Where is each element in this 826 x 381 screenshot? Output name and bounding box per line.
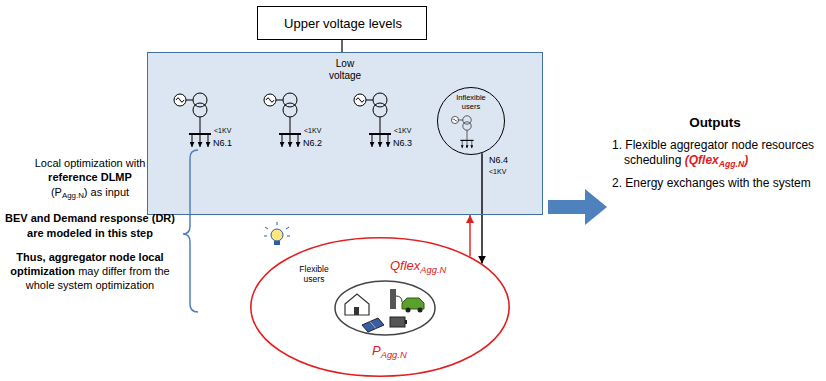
label-holder: N6.3 — [393, 139, 412, 149]
section-heading: Outputs — [689, 115, 741, 130]
ellipse-outline-shape — [438, 88, 505, 155]
node-text: Low voltage — [329, 58, 361, 81]
label-holder: N6.4 — [489, 156, 508, 166]
note-text: reference DLMP — [2, 170, 178, 184]
battery-icon — [390, 317, 407, 327]
substation-symbol — [354, 93, 391, 147]
text-paragraph: Thus, aggregator node local optimization… — [2, 250, 178, 293]
node-text: Inflexible users — [456, 93, 486, 111]
flexible-aggregator-ellipse: Flexible usersQflexAgg.NPAgg.N — [250, 237, 510, 377]
text-paragraph: Outputs — [612, 114, 818, 132]
solar-panel-icon — [362, 318, 384, 332]
substation-symbol — [451, 116, 473, 148]
node-text: Qflex — [390, 258, 420, 273]
substation-symbol — [174, 93, 211, 147]
note-text: BEV and Demand response (DR) are modeled… — [5, 212, 175, 238]
electric-car-icon — [402, 298, 424, 313]
node-text: Agg.N — [420, 265, 446, 275]
voltage-level-box: Upper voltage levels — [257, 6, 427, 40]
node-text-group: Low voltage — [322, 58, 368, 81]
voltage-tag: <1KV — [394, 127, 411, 134]
voltage-tag: <1KV — [304, 127, 321, 134]
text-paragraph: BEV and Demand response (DR) are modeled… — [2, 211, 178, 240]
inflexible-users-circle: Inflexible users — [437, 87, 505, 155]
note-text: Local optimization with — [2, 156, 178, 170]
connector — [469, 215, 470, 256]
node-text-group: QflexAgg.N — [390, 258, 446, 276]
note-text: Agg.N — [62, 191, 84, 200]
label-holder: <1KV — [394, 127, 411, 135]
output-arrow — [548, 189, 607, 225]
output-item: 2. Energy exchanges with the system — [612, 176, 811, 190]
label-holder: <1KV — [214, 127, 231, 135]
charger-icon — [390, 289, 402, 309]
label-holder: <1KV — [304, 127, 321, 135]
light-bulb-icon — [264, 222, 290, 245]
note-text: ) as input — [84, 186, 129, 198]
label-holder: N6.2 — [303, 139, 322, 149]
method-note: Local optimization withreference DLMP (PA… — [2, 156, 178, 293]
node-text: Upper voltage levels — [284, 16, 402, 32]
output-item: Agg.N — [719, 159, 744, 169]
substation-symbol — [264, 93, 301, 147]
node-id: N6.4 — [489, 155, 508, 165]
label-holder: N6.1 — [213, 139, 232, 149]
node-text: Flexible users — [299, 264, 328, 284]
text-paragraph: Local optimization withreference DLMP (PA… — [2, 156, 178, 201]
text-paragraph: 2. Energy exchanges with the system — [612, 176, 818, 192]
note-text: (P — [51, 186, 62, 198]
low-voltage-panel: Low voltageInflexible users — [147, 52, 543, 215]
panel-fill — [147, 52, 543, 215]
node-id: N6.2 — [303, 138, 322, 148]
node-text-group: Upper voltage levels — [258, 7, 428, 41]
ellipse-outline-shape — [251, 238, 509, 376]
house-icon — [345, 294, 369, 315]
node-id: N6.1 — [213, 138, 232, 148]
node-text-group: Flexible users — [288, 265, 340, 285]
text-paragraph: 1. Flexible aggregator node resources sc… — [612, 138, 818, 170]
node-text-group: Inflexible users — [449, 94, 493, 111]
voltage-tag: <1KV — [489, 168, 506, 175]
node-text: Agg.N — [381, 350, 407, 360]
label-holder: <1KV — [489, 168, 506, 176]
output-item: ) — [744, 153, 748, 167]
node-id: N6.3 — [393, 138, 412, 148]
node-text-group: PAgg.N — [372, 343, 407, 361]
voltage-tag: <1KV — [214, 127, 231, 134]
connector — [341, 40, 342, 52]
outputs-list: Outputs 1. Flexible aggregator node resou… — [612, 114, 818, 192]
connector — [481, 153, 482, 263]
node-text: P — [372, 343, 381, 358]
resource-group-outline — [335, 281, 435, 335]
curly-bracket — [183, 150, 198, 312]
output-item: (Qflex — [685, 153, 719, 167]
